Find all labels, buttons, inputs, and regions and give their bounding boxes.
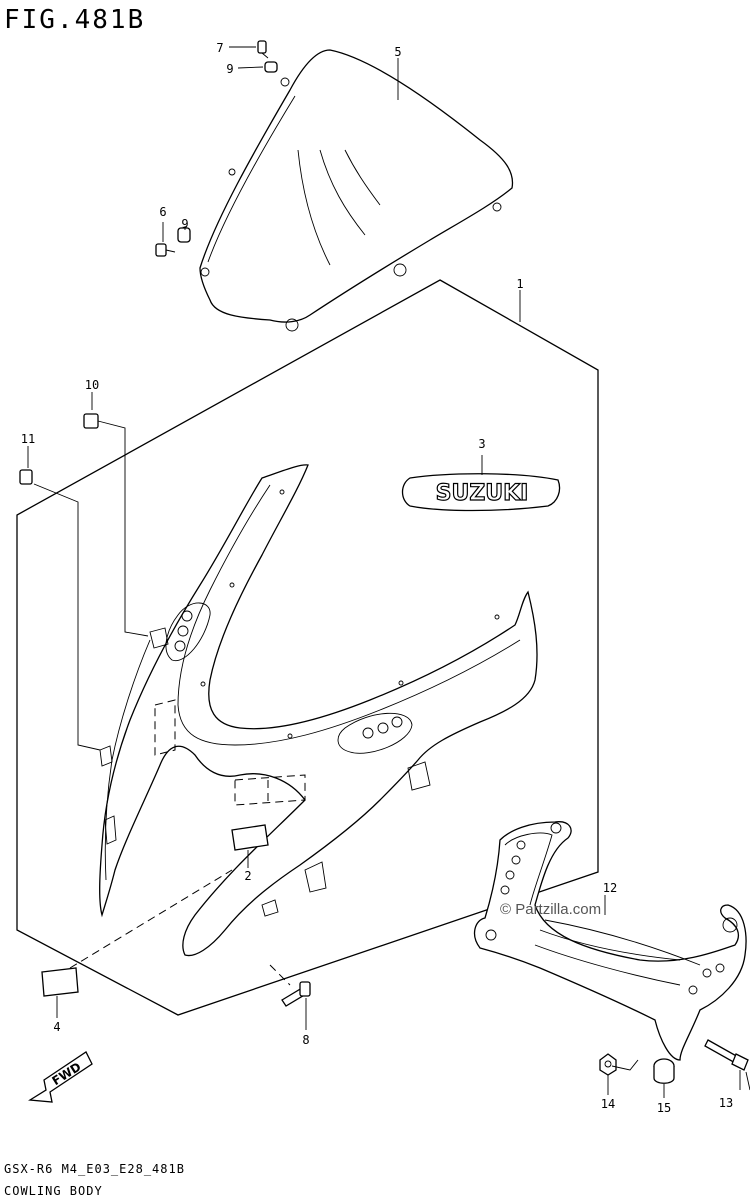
cowling-bracket bbox=[473, 821, 747, 1061]
callout-10: 10 bbox=[85, 378, 99, 392]
clip-nut-11 bbox=[19, 469, 101, 751]
callout-1: 1 bbox=[516, 277, 523, 291]
callout-7: 7 bbox=[216, 41, 223, 55]
assembly-outline-box bbox=[16, 279, 599, 1016]
fwd-arrow-icon: FWD bbox=[28, 1051, 93, 1103]
callout-4: 4 bbox=[53, 1020, 60, 1034]
suzuki-decal-text: SUZUKI bbox=[436, 481, 529, 506]
callout-11: 11 bbox=[21, 432, 35, 446]
callout-8: 8 bbox=[302, 1033, 309, 1047]
leader-9-top bbox=[237, 66, 264, 69]
fwd-label: FWD bbox=[50, 1060, 84, 1089]
screw-6 bbox=[155, 243, 176, 257]
figure-caption: COWLING BODY bbox=[4, 1184, 103, 1198]
callout-12: 12 bbox=[603, 881, 617, 895]
suzuki-decal: SUZUKI bbox=[401, 455, 561, 512]
figure-title: FIG.481B bbox=[4, 5, 145, 35]
callout-3: 3 bbox=[478, 437, 485, 451]
windscreen bbox=[199, 49, 514, 332]
figure-code: GSX-R6 M4_E03_E28_481B bbox=[4, 1162, 185, 1176]
washer-9-top bbox=[264, 61, 278, 73]
callout-5: 5 bbox=[394, 45, 401, 59]
clip-nut-10 bbox=[83, 413, 149, 637]
screw-8 bbox=[269, 964, 311, 1030]
nut-14 bbox=[599, 1053, 639, 1095]
callout-13: 13 bbox=[719, 1096, 733, 1110]
callout-6: 6 bbox=[159, 205, 166, 219]
label-4 bbox=[41, 869, 233, 1018]
washer-9-side bbox=[177, 227, 191, 243]
cushion-15 bbox=[653, 1058, 675, 1098]
upper-cowling bbox=[99, 464, 538, 957]
watermark: © Partzilla.com bbox=[500, 901, 602, 918]
label-2 bbox=[231, 824, 269, 868]
callout-2: 2 bbox=[244, 869, 251, 883]
callout-14: 14 bbox=[601, 1097, 615, 1111]
leader-13 bbox=[745, 1071, 750, 1091]
callout-15: 15 bbox=[657, 1101, 671, 1115]
callout-9-top: 9 bbox=[226, 62, 233, 76]
callout-9-side: 9 bbox=[181, 217, 188, 231]
bolt-13 bbox=[704, 1039, 749, 1090]
screw-7 bbox=[257, 40, 269, 59]
